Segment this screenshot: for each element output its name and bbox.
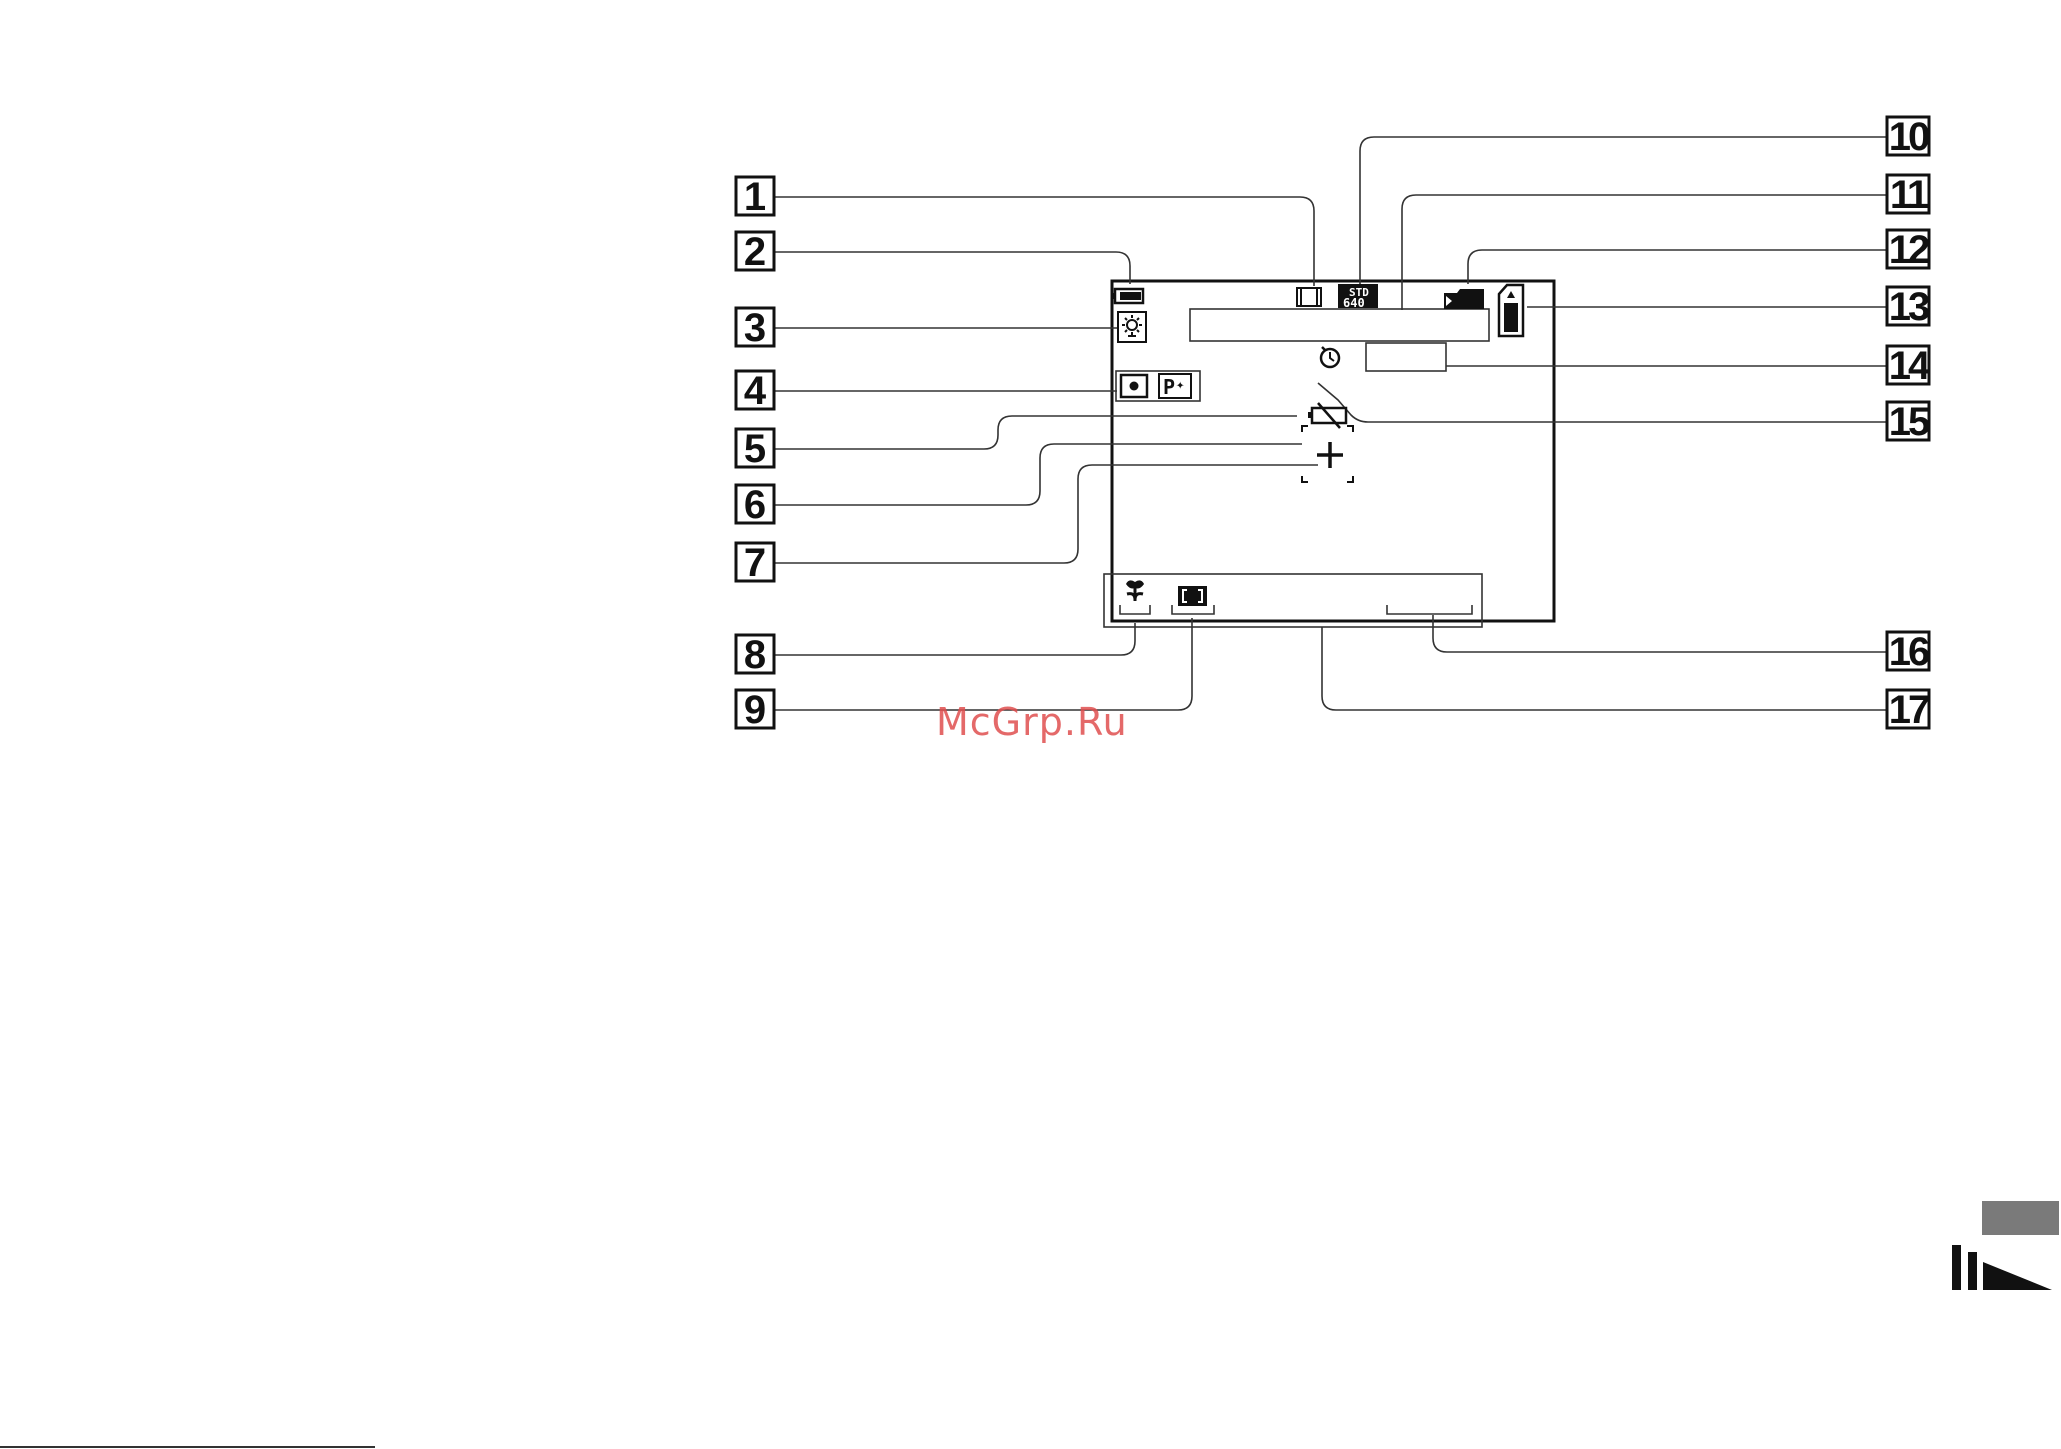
leader-line-12 bbox=[1468, 250, 1887, 284]
memory-remaining-icon bbox=[1499, 285, 1523, 336]
lcd-screen-frame bbox=[1112, 281, 1554, 621]
picture-effect-icon: P ✦ bbox=[1159, 374, 1191, 399]
svg-text:15: 15 bbox=[1889, 400, 1930, 444]
svg-text:11: 11 bbox=[1890, 173, 1929, 217]
svg-text:17: 17 bbox=[1889, 688, 1929, 732]
af-frame-icon bbox=[1178, 586, 1207, 606]
spot-metering-icon bbox=[1121, 375, 1147, 397]
svg-text:7: 7 bbox=[744, 541, 766, 585]
af-bracket bbox=[1172, 605, 1214, 614]
svg-text:13: 13 bbox=[1889, 285, 1929, 329]
callout-6: 6 bbox=[736, 483, 774, 527]
callout-8: 8 bbox=[736, 633, 774, 677]
image-size-icon: STD 640 bbox=[1338, 284, 1378, 310]
leader-line-1 bbox=[774, 197, 1314, 286]
macro-icon bbox=[1126, 580, 1144, 601]
callout-12: 12 bbox=[1887, 228, 1929, 272]
leader-line-17 bbox=[1322, 627, 1887, 710]
self-timer-icon bbox=[1321, 347, 1339, 367]
svg-text:16: 16 bbox=[1889, 630, 1929, 674]
watermark-text: McGrp.Ru bbox=[936, 700, 1128, 744]
svg-text:1: 1 bbox=[744, 175, 766, 219]
svg-text:12: 12 bbox=[1889, 228, 1929, 272]
svg-text:5: 5 bbox=[744, 427, 766, 471]
svg-text:3: 3 bbox=[744, 306, 766, 350]
svg-text:6: 6 bbox=[744, 483, 766, 527]
leader-line-2 bbox=[774, 252, 1130, 284]
spot-metering-crosshair-icon bbox=[1317, 442, 1343, 468]
callout-11: 11 bbox=[1887, 173, 1929, 217]
callout-3: 3 bbox=[736, 306, 774, 350]
svg-text:9: 9 bbox=[744, 688, 766, 732]
bottom-row-bracket bbox=[1104, 574, 1482, 627]
callout-7: 7 bbox=[736, 541, 774, 585]
leader-line-9 bbox=[774, 618, 1192, 710]
svg-text:✦: ✦ bbox=[1176, 377, 1185, 393]
callout-9: 9 bbox=[736, 688, 774, 732]
indicator-brackets bbox=[1104, 309, 1489, 627]
callout-4: 4 bbox=[736, 369, 774, 413]
callout-14: 14 bbox=[1887, 344, 1931, 388]
white-balance-icon bbox=[1118, 312, 1146, 342]
macro-bracket bbox=[1120, 605, 1150, 614]
movie-mode-icon bbox=[1297, 288, 1321, 306]
counter-bracket bbox=[1387, 605, 1472, 614]
svg-text:P: P bbox=[1163, 375, 1175, 399]
callout-16: 16 bbox=[1887, 630, 1929, 674]
image-size-bottom: 640 bbox=[1343, 296, 1365, 310]
svg-text:8: 8 bbox=[744, 633, 766, 677]
zoom-bar-bracket bbox=[1190, 309, 1489, 341]
svg-text:10: 10 bbox=[1889, 115, 1929, 159]
leader-line-10 bbox=[1360, 137, 1887, 284]
svg-text:14: 14 bbox=[1889, 344, 1931, 388]
leader-line-8 bbox=[774, 623, 1135, 655]
callout-10: 10 bbox=[1887, 115, 1929, 159]
leader-line-6 bbox=[774, 444, 1302, 505]
leader-line-15 bbox=[1318, 383, 1887, 422]
folder-icon bbox=[1444, 289, 1484, 309]
callout-13: 13 bbox=[1887, 285, 1929, 329]
camera-shake-warning-icon bbox=[1308, 403, 1346, 428]
callout-1: 1 bbox=[736, 175, 774, 219]
svg-text:2: 2 bbox=[744, 230, 766, 274]
callout-5: 5 bbox=[736, 427, 774, 471]
footer-rule bbox=[0, 1446, 375, 1448]
svg-text:4: 4 bbox=[744, 369, 767, 413]
battery-icon bbox=[1111, 289, 1143, 303]
section-tab-marker bbox=[1982, 1201, 2059, 1235]
callout-17: 17 bbox=[1887, 688, 1929, 732]
shutter-aperture-bracket bbox=[1366, 343, 1446, 371]
page-corner-marker bbox=[1952, 1245, 2052, 1290]
leader-line-7 bbox=[774, 465, 1318, 563]
callout-15: 15 bbox=[1887, 400, 1930, 444]
callout-2: 2 bbox=[736, 230, 774, 274]
